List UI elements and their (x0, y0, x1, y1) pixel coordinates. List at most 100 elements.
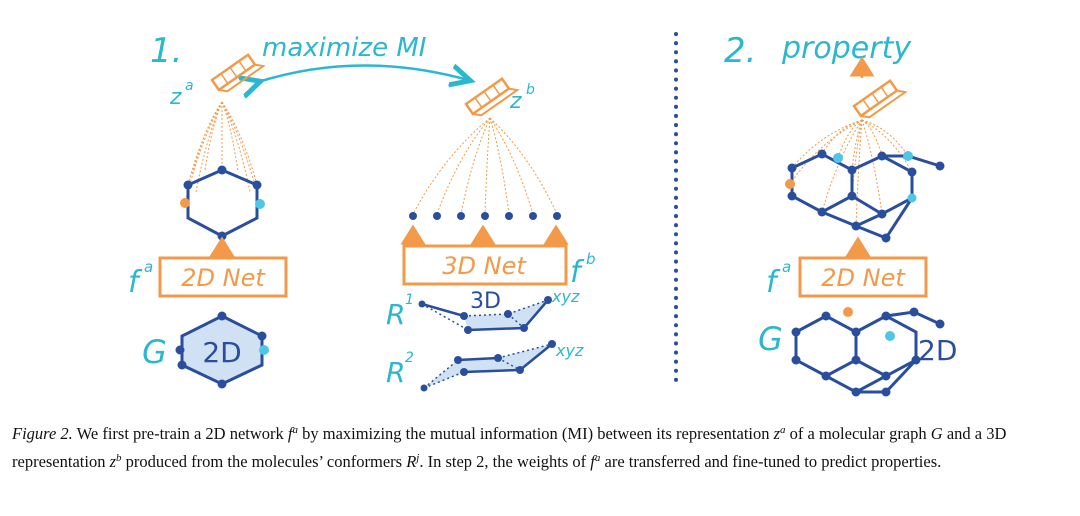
input-hex-node (217, 379, 227, 389)
diagram-canvas: 1. maximize MI z a z b 2D Net f a G 2D (128, 31, 957, 397)
za-sup: a (185, 78, 194, 94)
za-embedding-icon (210, 53, 266, 93)
caption-text: of a molecular graph (785, 424, 931, 443)
conformer-node (504, 310, 512, 318)
xyz-label-1: xyz (551, 287, 580, 306)
r1-sup: 1 (405, 292, 414, 308)
readout-line (791, 119, 863, 169)
hex-2d-label: 2D (202, 336, 241, 369)
readout-line (489, 117, 534, 215)
left-hex-node (217, 231, 227, 241)
readout-line (861, 119, 909, 157)
readout-line (851, 119, 863, 171)
input-hex-node (259, 345, 269, 355)
left-hex-node (217, 165, 227, 175)
readout-line (204, 101, 223, 171)
caption-var: f (287, 424, 293, 443)
caption-sup: a (780, 424, 786, 436)
left-hexagon (186, 168, 259, 238)
left-hex-node (252, 180, 262, 190)
readout-line (436, 117, 491, 215)
right-input-node (881, 371, 891, 381)
readout-line (484, 117, 491, 215)
caption-var: f (590, 452, 595, 471)
conformer-node (548, 340, 556, 348)
input-hex-node (177, 360, 187, 370)
caption-text: . In step 2, the weights of (419, 452, 591, 471)
mi-arrow (258, 65, 468, 82)
net-2d-label-left: 2D Net (181, 264, 266, 292)
right-input-node (881, 387, 891, 397)
step2-embedding-icon (852, 79, 908, 119)
left-hex-node (255, 199, 265, 209)
mid-node (481, 212, 489, 220)
readout-line (489, 117, 558, 215)
mid-node (553, 212, 561, 220)
right-input-node (851, 327, 861, 337)
right-input-node (851, 387, 861, 397)
fa-label-right: f (766, 265, 781, 300)
property-label: property (781, 31, 912, 66)
net-3d-box (402, 244, 568, 286)
caption-text: by maximizing the mutual information (MI… (297, 424, 774, 443)
zb-embedding-icon (464, 77, 520, 117)
za-label: z (169, 85, 182, 110)
mid-readout-lines (412, 117, 558, 215)
label-3d: 3D (470, 289, 501, 314)
left-hex-node (180, 198, 190, 208)
right-ring-node (847, 165, 857, 175)
right-ring-node (877, 209, 887, 219)
conformer-node (420, 384, 428, 392)
zb-sup: b (526, 82, 535, 98)
fa-sup-right: a (782, 258, 791, 276)
right-2d-label: 2D (918, 334, 957, 367)
step1-label: 1. (150, 31, 182, 71)
right-input-node (791, 327, 801, 337)
conformer-node (464, 326, 472, 334)
conformer-node (418, 300, 426, 308)
mid-node (433, 212, 441, 220)
right-fused-rings (790, 152, 941, 240)
readout-line (789, 119, 863, 185)
right-ring-node (907, 193, 917, 203)
conformer-node (544, 296, 552, 304)
mid-node (505, 212, 513, 220)
caption-text: and a 3D representation (12, 424, 1007, 471)
net-2d-box-left (158, 256, 288, 298)
mid-node (457, 212, 465, 220)
g-label: G (142, 333, 167, 371)
figure-caption: Figure 2. We first pre-train a 2D networ… (12, 418, 1068, 474)
readout-line (861, 119, 883, 157)
right-input-node (935, 319, 945, 329)
conformer-node (494, 354, 502, 362)
readout-line (412, 117, 491, 215)
fb-label: f (570, 255, 585, 290)
caption-sup: b (116, 452, 122, 464)
caption-text: We first pre-train a 2D network (72, 424, 288, 443)
right-input-node (881, 311, 891, 321)
mid-node (529, 212, 537, 220)
conformer-node (454, 356, 462, 364)
caption-var: z (109, 452, 117, 471)
conformer-node (520, 324, 528, 332)
caption-sup: j (416, 452, 420, 464)
readout-line (861, 119, 883, 215)
caption-sup: a (292, 424, 298, 436)
caption-var: G (930, 424, 943, 443)
mid-node (409, 212, 417, 220)
readout-line (489, 117, 510, 215)
input-hex-node (217, 311, 227, 321)
right-ring-node (935, 161, 945, 171)
right-input-node (821, 371, 831, 381)
right-ring-node (877, 151, 887, 161)
step2-label: 2. (724, 31, 756, 71)
right-ring-node (881, 233, 891, 243)
readout-line (821, 119, 863, 213)
right-input-node (843, 307, 853, 317)
caption-var: z (773, 424, 781, 443)
r1-label: R (386, 298, 405, 331)
zb-label: z (509, 89, 522, 114)
right-ring-node (785, 179, 795, 189)
input-hex-node (175, 345, 185, 355)
caption-figure-label: Figure 2. (12, 424, 73, 443)
